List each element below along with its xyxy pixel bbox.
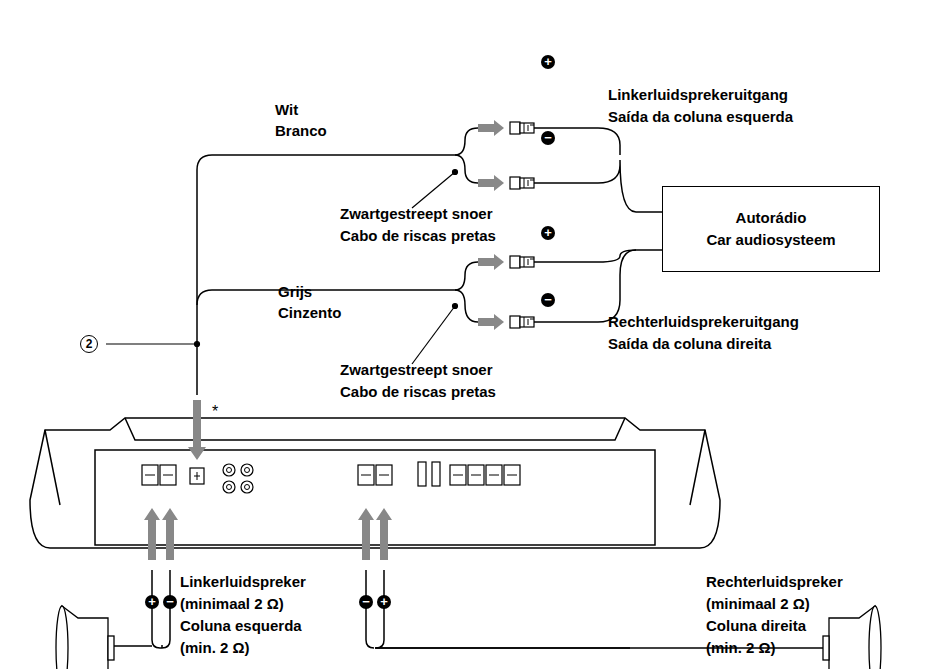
wire-label: Linkerluidsprekeruitgang	[608, 86, 788, 104]
wire-label: Coluna esquerda	[180, 617, 302, 635]
wire-label: Rechterluidspreker	[706, 573, 843, 591]
wire-label: Linkerluidspreker	[180, 573, 306, 591]
polarity-sign: +	[377, 595, 391, 609]
wire-label: Branco	[275, 122, 327, 140]
wire-label: Zwartgestreept snoer	[340, 205, 493, 223]
wire-label: Cinzento	[278, 304, 341, 322]
wire-label: (min. 2 Ω)	[706, 639, 776, 657]
polarity-sign: −	[163, 595, 177, 609]
box-text: Car audiosysteem	[663, 229, 879, 251]
footnote-mark: *	[212, 404, 218, 420]
wire-label: Coluna direita	[706, 617, 806, 635]
wire-label: Saída da coluna esquerda	[608, 108, 793, 126]
polarity-sign: +	[145, 595, 159, 609]
polarity-sign: +	[541, 55, 555, 69]
wire-label: Cabo de riscas pretas	[340, 227, 496, 245]
wire-label: Wit	[275, 101, 298, 119]
device-box: AutorádioCar audiosysteem	[662, 186, 880, 272]
wire-label: Zwartgestreept snoer	[340, 361, 493, 379]
wire-label: Rechterluidsprekeruitgang	[608, 313, 799, 331]
wire-label: Cabo de riscas pretas	[340, 383, 496, 401]
polarity-sign: −	[359, 595, 373, 609]
polarity-sign: −	[541, 131, 555, 145]
polarity-sign: +	[541, 226, 555, 240]
wire-label: Grijs	[278, 283, 312, 301]
polarity-sign: −	[541, 293, 555, 307]
wire-label: (minimaal 2 Ω)	[180, 595, 284, 613]
wire-label: (minimaal 2 Ω)	[706, 595, 810, 613]
wire-label: (min. 2 Ω)	[180, 639, 250, 657]
callout-number: 2	[80, 335, 98, 353]
wire-label: Saída da coluna direita	[608, 335, 771, 353]
box-text: Autorádio	[663, 207, 879, 229]
